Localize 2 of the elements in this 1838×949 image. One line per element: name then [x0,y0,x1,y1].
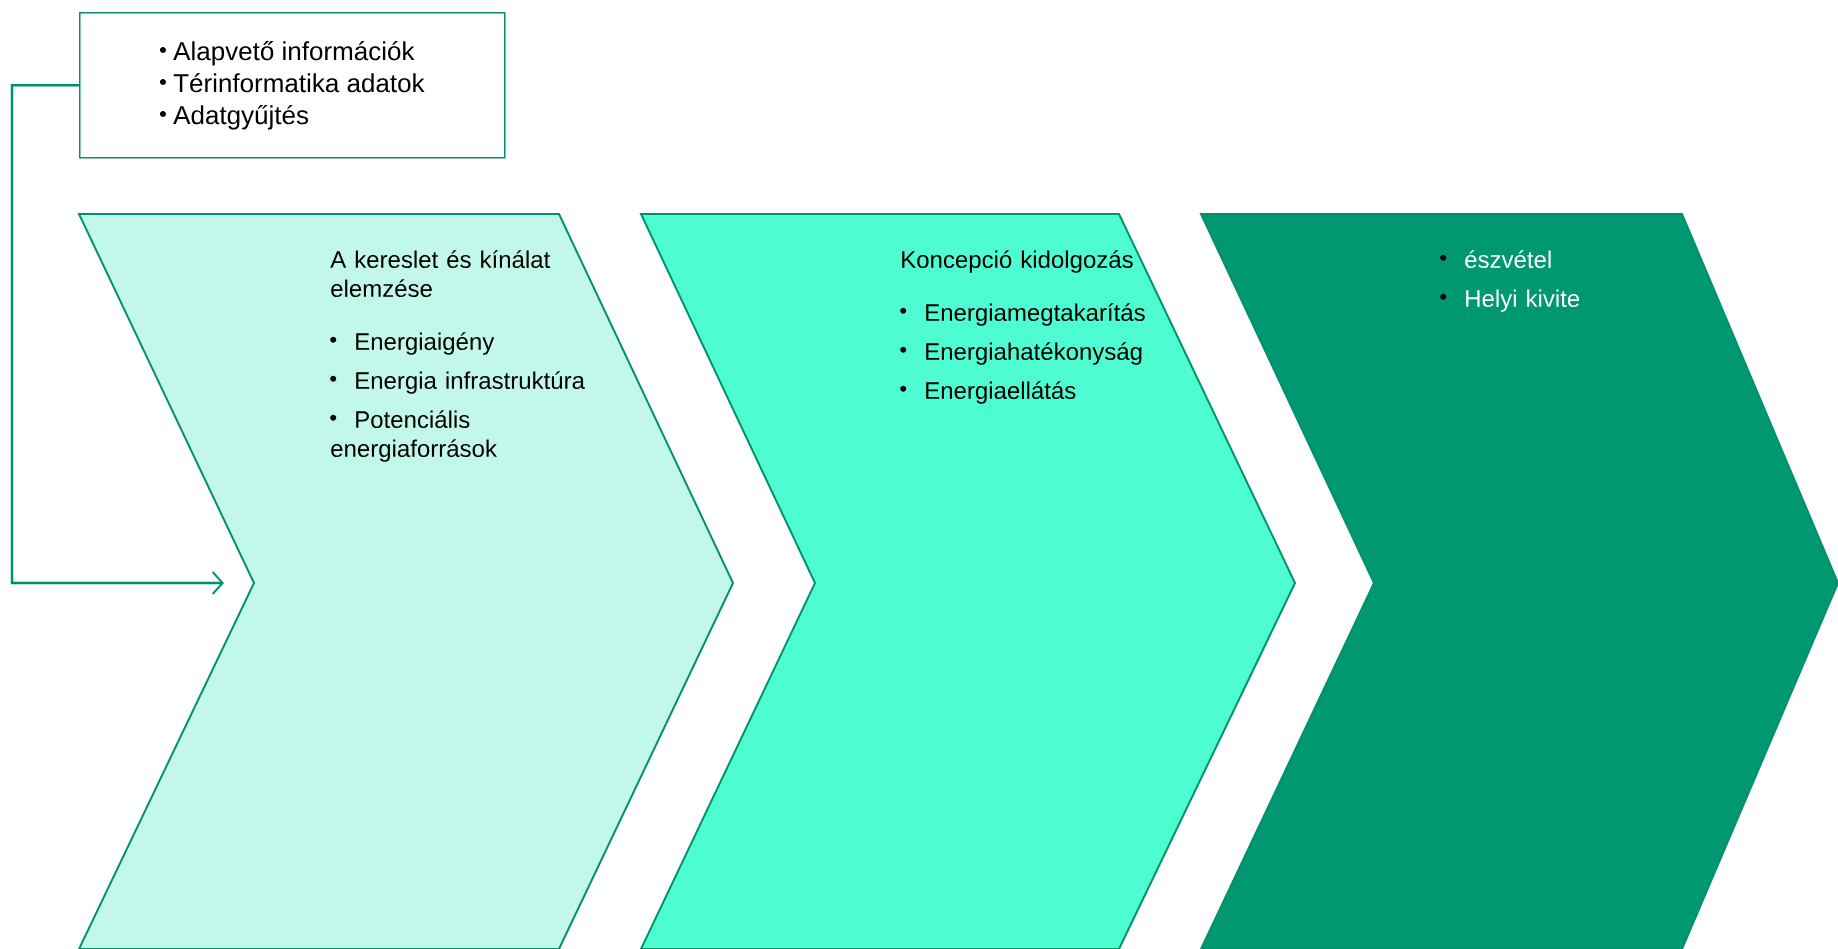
info-box: Alapvető információk Térinformatika adatok Adatgyűjtés [79,12,506,159]
connector-arrow [10,84,224,595]
